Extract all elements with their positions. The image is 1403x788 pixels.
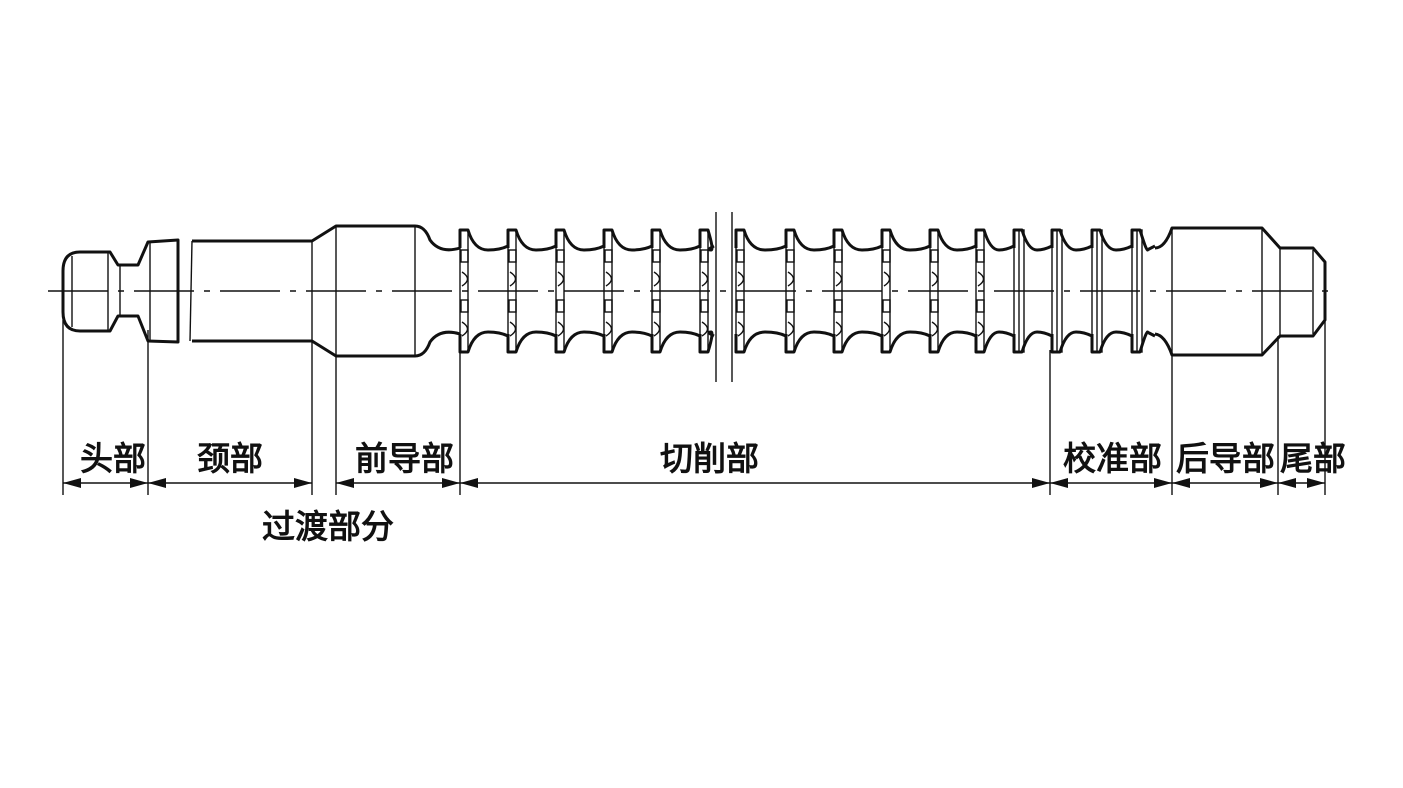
arrow-head (63, 478, 81, 488)
label-head: 头部 (80, 439, 146, 478)
chip-breaker-notch (930, 249, 939, 263)
extension-lines (62, 320, 1326, 495)
chip-breaker-notch (604, 249, 613, 263)
label-rear-guide: 后导部 (1176, 439, 1275, 478)
chip-breaker-notch (652, 299, 661, 313)
tooth-profile (734, 228, 1015, 354)
chip-breaker-notch (787, 321, 795, 337)
arrow-head (1278, 478, 1296, 488)
chip-breaker-notch (701, 271, 709, 287)
arrow-head (130, 478, 148, 488)
chip-breaker-notch (460, 249, 469, 263)
label-neck: 颈部 (197, 439, 263, 478)
chip-breaker-notch (556, 299, 565, 313)
label-tail: 尾部 (1280, 439, 1346, 478)
arrow-head (294, 478, 312, 488)
chip-breaker-notch (653, 321, 661, 337)
tooth-profile (458, 228, 715, 354)
arrow-head (1154, 478, 1172, 488)
arrow-head (148, 478, 166, 488)
chip-breaker-notch (976, 299, 985, 313)
arrow-head (1172, 478, 1190, 488)
chip-breaker-notch (509, 321, 517, 337)
chip-breaker-notch (834, 249, 843, 263)
dimension-lines (63, 478, 1325, 488)
chip-breaker-notch (977, 321, 985, 337)
tooth-profile (1012, 228, 1156, 354)
chip-breaker-notch (931, 321, 939, 337)
chip-breaker-notch (930, 299, 939, 313)
chip-breaker-notch (835, 321, 843, 337)
chip-breaker-notch (557, 321, 565, 337)
chip-breaker-notch (736, 299, 745, 313)
chip-breaker-notch (700, 249, 709, 263)
chip-breaker-notch (460, 299, 469, 313)
chip-breaker-notch (700, 299, 709, 313)
chip-breaker-notch (737, 321, 745, 337)
chip-breaker-notch (557, 271, 565, 287)
chip-breaker-notch (786, 299, 795, 313)
chip-breaker-notch (883, 271, 891, 287)
chip-breaker-notch (556, 249, 565, 263)
chip-breaker-notch (882, 249, 891, 263)
head-knob (61, 238, 180, 344)
chip-breaker-notch (653, 271, 661, 287)
label-front-guide: 前导部 (355, 439, 454, 478)
label-transition: 过渡部分 (262, 507, 394, 546)
chip-breaker-notch (509, 271, 517, 287)
chip-breaker-notch (605, 321, 613, 337)
chip-breaker-notch (652, 249, 661, 263)
chip-breaker-notch (605, 271, 613, 287)
chip-breaker-notch (737, 271, 745, 287)
chip-breaker-notch (787, 271, 795, 287)
chip-breaker-notch (882, 299, 891, 313)
chip-breaker-notch (883, 321, 891, 337)
arrow-head (1050, 478, 1068, 488)
chip-breaker-notch (976, 249, 985, 263)
chip-breaker-notch (786, 249, 795, 263)
chip-breaker-notch (461, 321, 469, 337)
arrow-head (336, 478, 354, 488)
arrow-head (442, 478, 460, 488)
broach-body (61, 212, 1327, 382)
arrow-head (1260, 478, 1278, 488)
chip-breaker-notch (834, 299, 843, 313)
arrow-head (1032, 478, 1050, 488)
label-calibration: 校准部 (1063, 439, 1162, 478)
arrow-head (460, 478, 478, 488)
chip-breaker-notch (736, 249, 745, 263)
chip-breaker-notch (931, 271, 939, 287)
label-cutting: 切削部 (660, 439, 759, 478)
chip-breaker-notch (835, 271, 843, 287)
chip-breaker-notch (701, 321, 709, 337)
arrow-head (1307, 478, 1325, 488)
chip-breaker-notch (508, 299, 517, 313)
chip-breaker-notch (508, 249, 517, 263)
chip-breaker-notch (604, 299, 613, 313)
chip-breaker-notch (977, 271, 985, 287)
chip-breaker-notch (461, 271, 469, 287)
